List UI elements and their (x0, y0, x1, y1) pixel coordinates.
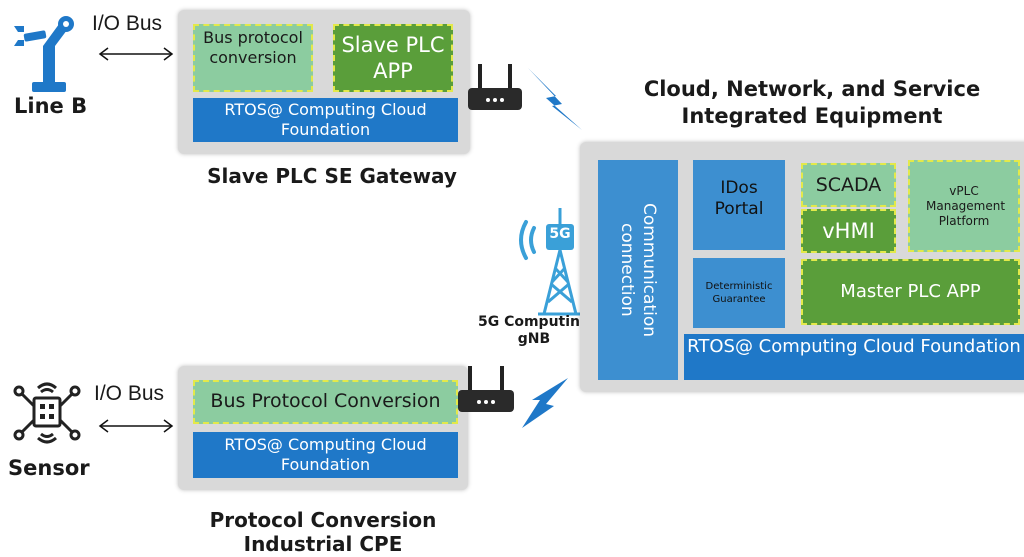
scada-box: SCADA (801, 163, 896, 207)
slave-plc-app-text: Slave PLC APP (341, 33, 445, 83)
5g-badge: 5G (549, 226, 571, 242)
vhmi-text: vHMI (822, 219, 875, 243)
master-plc-app-box: Master PLC APP (801, 259, 1020, 325)
top-foundation-text: RTOS@ Computing Cloud Foundation (224, 100, 427, 139)
protocol-conversion-label-line1: Protocol Conversion (209, 508, 437, 532)
sensor-label: Sensor (8, 456, 90, 480)
slave-plc-app-box: Slave PLC APP (333, 24, 453, 92)
gnb-label: 5G Computing gNB (464, 314, 604, 348)
router-icon (468, 64, 522, 110)
protocol-conversion-label: Protocol Conversion Industrial CPE (178, 508, 468, 556)
top-io-bus-label: I/O Bus (92, 12, 163, 35)
bottom-foundation-text: RTOS@ Computing Cloud Foundation (224, 435, 427, 474)
robot-arm-icon (14, 16, 74, 92)
vplc-management-text: vPLC Management Platform (926, 184, 1006, 228)
cloud-title-line2: Integrated Equipment (681, 104, 943, 128)
bus-protocol-conversion-text: Bus protocol conversion (203, 28, 303, 67)
idos-portal-text: IDos Portal (714, 178, 764, 219)
vhmi-box: vHMI (801, 209, 896, 253)
cloud-equipment-title: Cloud, Network, and Service Integrated E… (600, 76, 1024, 130)
cloud-foundation-bar: RTOS@ Computing Cloud Foundation (684, 334, 1024, 380)
router-icon (458, 366, 514, 412)
top-foundation-bar: RTOS@ Computing Cloud Foundation (193, 98, 458, 142)
deterministic-guarantee-text: Deterministic Guarantee (705, 281, 773, 305)
slave-plc-gateway-label: Slave PLC SE Gateway (207, 164, 457, 188)
vplc-management-box: vPLC Management Platform (908, 160, 1020, 252)
bottom-io-bus-label: I/O Bus (94, 382, 165, 405)
communication-connection-box: Communication connection (598, 160, 678, 380)
master-plc-app-text: Master PLC APP (840, 281, 981, 302)
wireless-signal-icon (528, 68, 582, 130)
gnb-label-line1: 5G Computing (477, 314, 591, 330)
protocol-conversion-label-line2: Industrial CPE (243, 532, 403, 556)
sensor-icon (13, 382, 81, 444)
bus-protocol-conversion-box: Bus protocol conversion (193, 24, 313, 92)
gnb-label-line2: gNB (517, 331, 551, 347)
bidirectional-arrow-icon (98, 47, 174, 61)
idos-portal-box: IDos Portal (693, 160, 785, 250)
bidirectional-arrow-icon (98, 419, 174, 433)
wireless-signal-icon (522, 378, 568, 428)
bottom-bus-protocol-conversion-text: Bus Protocol Conversion (210, 390, 441, 412)
cloud-foundation-text: RTOS@ Computing Cloud Foundation (687, 336, 1021, 357)
deterministic-guarantee-box: Deterministic Guarantee (693, 258, 785, 328)
cloud-title-line1: Cloud, Network, and Service (643, 77, 981, 101)
line-b-label: Line B (14, 94, 88, 118)
bottom-bus-protocol-conversion-box: Bus Protocol Conversion (193, 380, 458, 424)
communication-connection-text: Communication connection (617, 203, 659, 337)
bottom-foundation-bar: RTOS@ Computing Cloud Foundation (193, 432, 458, 478)
scada-text: SCADA (815, 174, 882, 196)
